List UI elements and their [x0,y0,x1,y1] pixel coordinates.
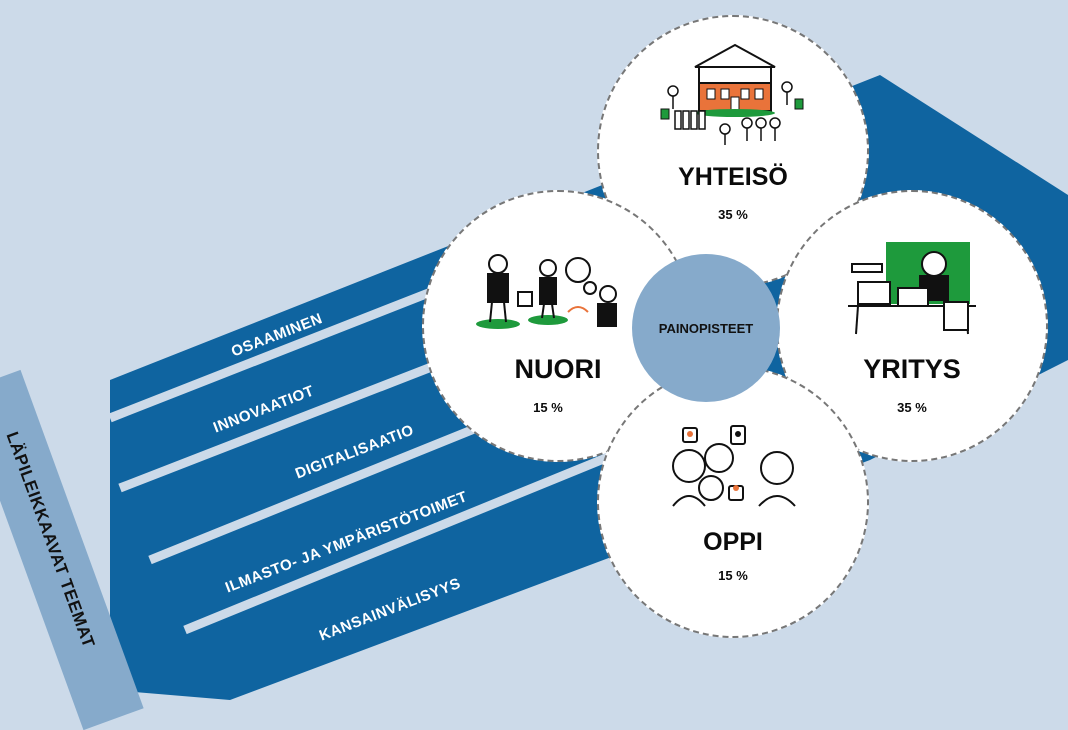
focus-title-yhteiso: YHTEISÖ [678,163,788,191]
center-hub: PAINOPISTEET [632,254,780,402]
center-label: PAINOPISTEET [658,320,754,336]
community-village-illustration-icon [660,43,804,145]
focus-title-nuori: NUORI [514,354,602,384]
focus-percent-yritys: 35 % [897,400,927,415]
entrepreneur-laptop-illustration-icon [848,242,976,335]
youth-band-illustration-icon [476,254,617,329]
focus-percent-nuori: 15 % [533,400,563,415]
focus-circle-oppi: OPPI 15 % [597,366,869,638]
learners-ideas-illustration-icon [672,425,796,507]
focus-title-yritys: YRITYS [863,354,961,384]
focus-title-oppi: OPPI [703,528,763,556]
focus-percent-yhteiso: 35 % [718,207,748,222]
focus-percent-oppi: 15 % [718,568,748,583]
